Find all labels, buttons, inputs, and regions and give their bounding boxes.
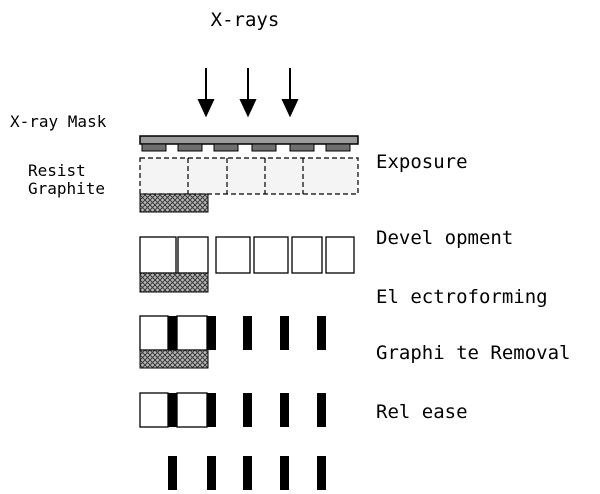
down-arrow-icon xyxy=(281,68,299,118)
step-label-graphite-removal: Graphi te Removal xyxy=(376,342,570,364)
step-label-exposure: Exposure xyxy=(376,151,468,173)
resist-label: Resist xyxy=(28,161,86,180)
step-label-electroforming: El ectroforming xyxy=(376,286,548,308)
release-stage xyxy=(139,392,326,428)
final-microstructures xyxy=(168,456,326,490)
xray-mask-label: X-ray Mask xyxy=(10,112,107,131)
development-stage xyxy=(139,236,355,293)
xray-mask xyxy=(139,135,359,152)
step-label-release: Rel ease xyxy=(376,401,468,423)
xray-arrows xyxy=(197,68,299,118)
step-label-development: Devel opment xyxy=(376,227,513,249)
exposure-stage xyxy=(139,157,359,213)
down-arrow-icon xyxy=(197,68,215,118)
down-arrow-icon xyxy=(239,68,257,118)
graphite-label: Graphite xyxy=(28,179,105,198)
xrays-label: X-rays xyxy=(211,9,280,31)
electroformed-stage xyxy=(139,315,326,369)
